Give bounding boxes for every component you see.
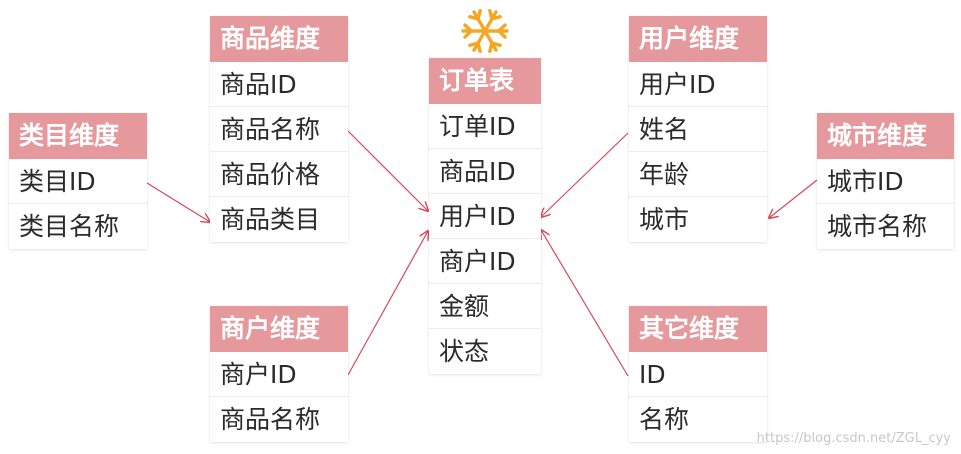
table-row: 城市 <box>639 205 690 234</box>
arrow-category-to-product <box>146 182 210 222</box>
table-header: 商户维度 <box>210 306 348 352</box>
table-row: 商品价格 <box>210 152 348 197</box>
table-row: 商品名称 <box>210 107 348 152</box>
watermark: https://blog.csdn.net/ZGL_cyy <box>756 431 951 446</box>
arrow-product-to-orders <box>347 130 428 211</box>
table-row: ID <box>629 352 767 397</box>
table-row: 城市名称 <box>827 212 928 241</box>
arrow-other-to-orders <box>541 230 629 377</box>
table-row: 商户ID <box>210 352 348 397</box>
arrow-merchant-to-orders <box>347 231 428 376</box>
table-row: 用户ID <box>429 194 541 239</box>
table-row: 金额 <box>429 284 541 329</box>
table-row: 商户ID <box>429 239 541 284</box>
table-row: 名称 <box>639 405 690 434</box>
snowflake-icon <box>461 8 509 54</box>
arrow-city-to-user <box>769 179 818 218</box>
table-header: 商品维度 <box>210 16 348 62</box>
table-row: 类目名称 <box>19 212 120 241</box>
table-header: 订单表 <box>429 58 541 104</box>
table-row: 类目ID <box>9 159 147 204</box>
other-dimension-table: 其它维度 ID 名称 <box>629 306 767 442</box>
merchant-dimension-table: 商户维度 商户ID 商品名称 <box>210 306 348 442</box>
table-row: 姓名 <box>629 107 767 152</box>
table-row: 商品ID <box>429 149 541 194</box>
arrow-user-to-orders <box>541 132 629 217</box>
table-row: 用户ID <box>629 62 767 107</box>
table-row: 商品ID <box>210 62 348 107</box>
table-row: 商品类目 <box>220 205 321 234</box>
table-row: 年龄 <box>629 152 767 197</box>
table-row: 订单ID <box>429 104 541 149</box>
table-row: 状态 <box>439 337 490 366</box>
category-dimension-table: 类目维度 类目ID 类目名称 <box>9 113 147 249</box>
table-header: 类目维度 <box>9 113 147 159</box>
table-row: 城市ID <box>817 159 954 204</box>
orders-fact-table: 订单表 订单ID 商品ID 用户ID 商户ID 金额 状态 <box>429 58 541 374</box>
product-dimension-table: 商品维度 商品ID 商品名称 商品价格 商品类目 <box>210 16 348 242</box>
table-header: 城市维度 <box>817 113 954 159</box>
city-dimension-table: 城市维度 城市ID 城市名称 <box>817 113 954 249</box>
table-header: 其它维度 <box>629 306 767 352</box>
table-header: 用户维度 <box>629 16 767 62</box>
user-dimension-table: 用户维度 用户ID 姓名 年龄 城市 <box>629 16 767 242</box>
table-row: 商品名称 <box>220 405 321 434</box>
